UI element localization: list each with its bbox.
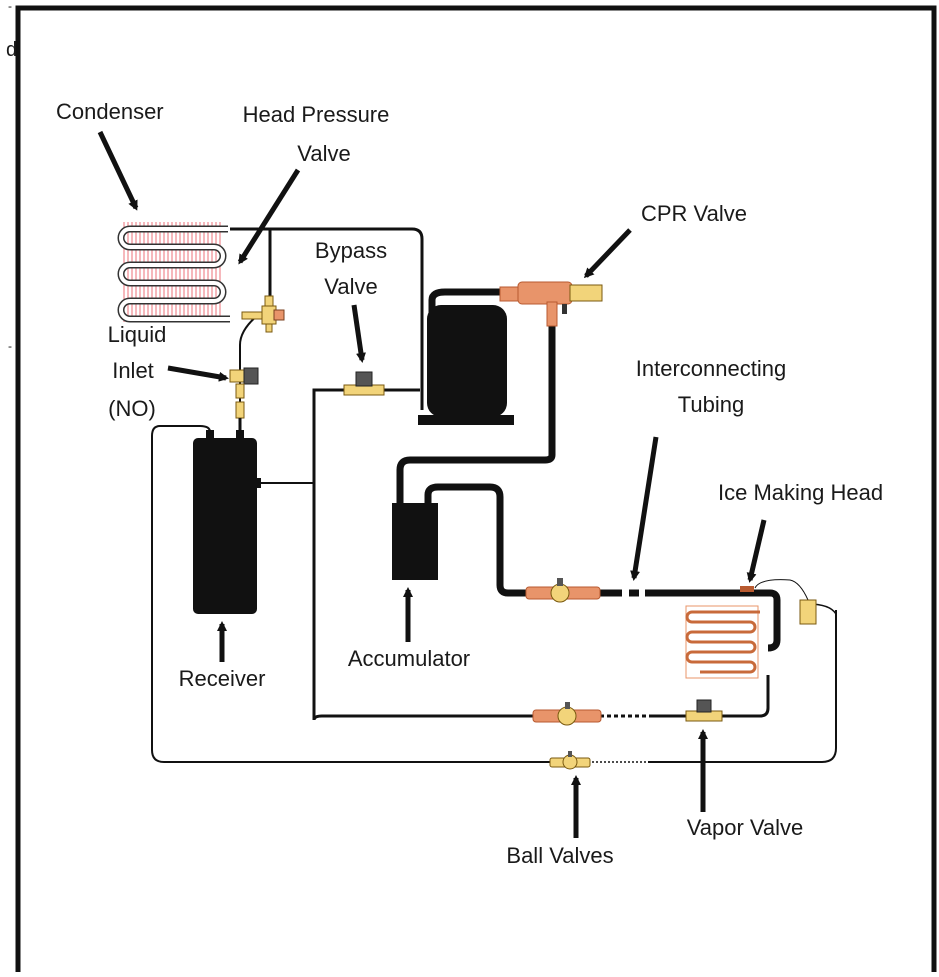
bypass-valve	[343, 371, 385, 396]
refrigerant-lines	[151, 227, 837, 763]
liquid-inlet-valve	[229, 367, 259, 432]
ball-valves-label: Ball Valves	[506, 843, 614, 868]
liquid-inlet-arrow	[167, 365, 229, 382]
compressor	[418, 305, 514, 425]
receiver-label: Receiver	[178, 666, 266, 691]
liquid-inlet-label-line3: (NO)	[108, 396, 156, 421]
head-pressure-label: Head Pressure	[242, 102, 390, 127]
diagram-frame	[15, 5, 937, 977]
edge-letter: d	[6, 39, 18, 61]
edge-tick-2: -	[8, 339, 12, 353]
cpr-valve	[499, 281, 603, 327]
ice-making-head-label: Ice Making Head	[718, 480, 884, 505]
interconnecting-arrow	[630, 436, 659, 581]
receiver-tank	[193, 430, 261, 614]
suction-ball-valve	[525, 578, 601, 603]
accumulator-tank	[392, 503, 438, 580]
interconnecting-tubing-label: Interconnecting	[635, 356, 787, 381]
hot-gas-ball-valve	[532, 702, 602, 726]
head-pressure-label-line2: Valve	[297, 141, 351, 166]
pointer-arrows	[97, 130, 767, 838]
edge-tick-1: -	[8, 0, 12, 13]
head-pressure-arrow	[237, 168, 301, 265]
cpr-valve-label: CPR Valve	[641, 201, 747, 226]
accumulator-label: Accumulator	[347, 646, 471, 671]
condenser-label: Condenser	[56, 99, 164, 124]
bypass-valve-label-line2: Valve	[324, 274, 378, 299]
liquid-ball-valve	[549, 751, 591, 770]
vapor-valve	[685, 699, 723, 722]
cpr-arrow	[583, 228, 632, 279]
condenser-coil	[117, 222, 230, 323]
liquid-inlet-label: Liquid	[107, 322, 167, 347]
liquid-inlet-label-line2: Inlet	[112, 358, 154, 383]
vapor-valve-label: Vapor Valve	[686, 815, 804, 840]
condenser-arrow	[97, 130, 139, 211]
bypass-arrow	[351, 304, 366, 363]
bypass-valve-label: Bypass	[314, 238, 388, 263]
interconnecting-tubing-label-line2: Tubing	[677, 392, 745, 417]
head-pressure-valve	[241, 295, 285, 333]
ice-head-arrow	[746, 519, 767, 583]
ice-making-head	[685, 586, 817, 679]
